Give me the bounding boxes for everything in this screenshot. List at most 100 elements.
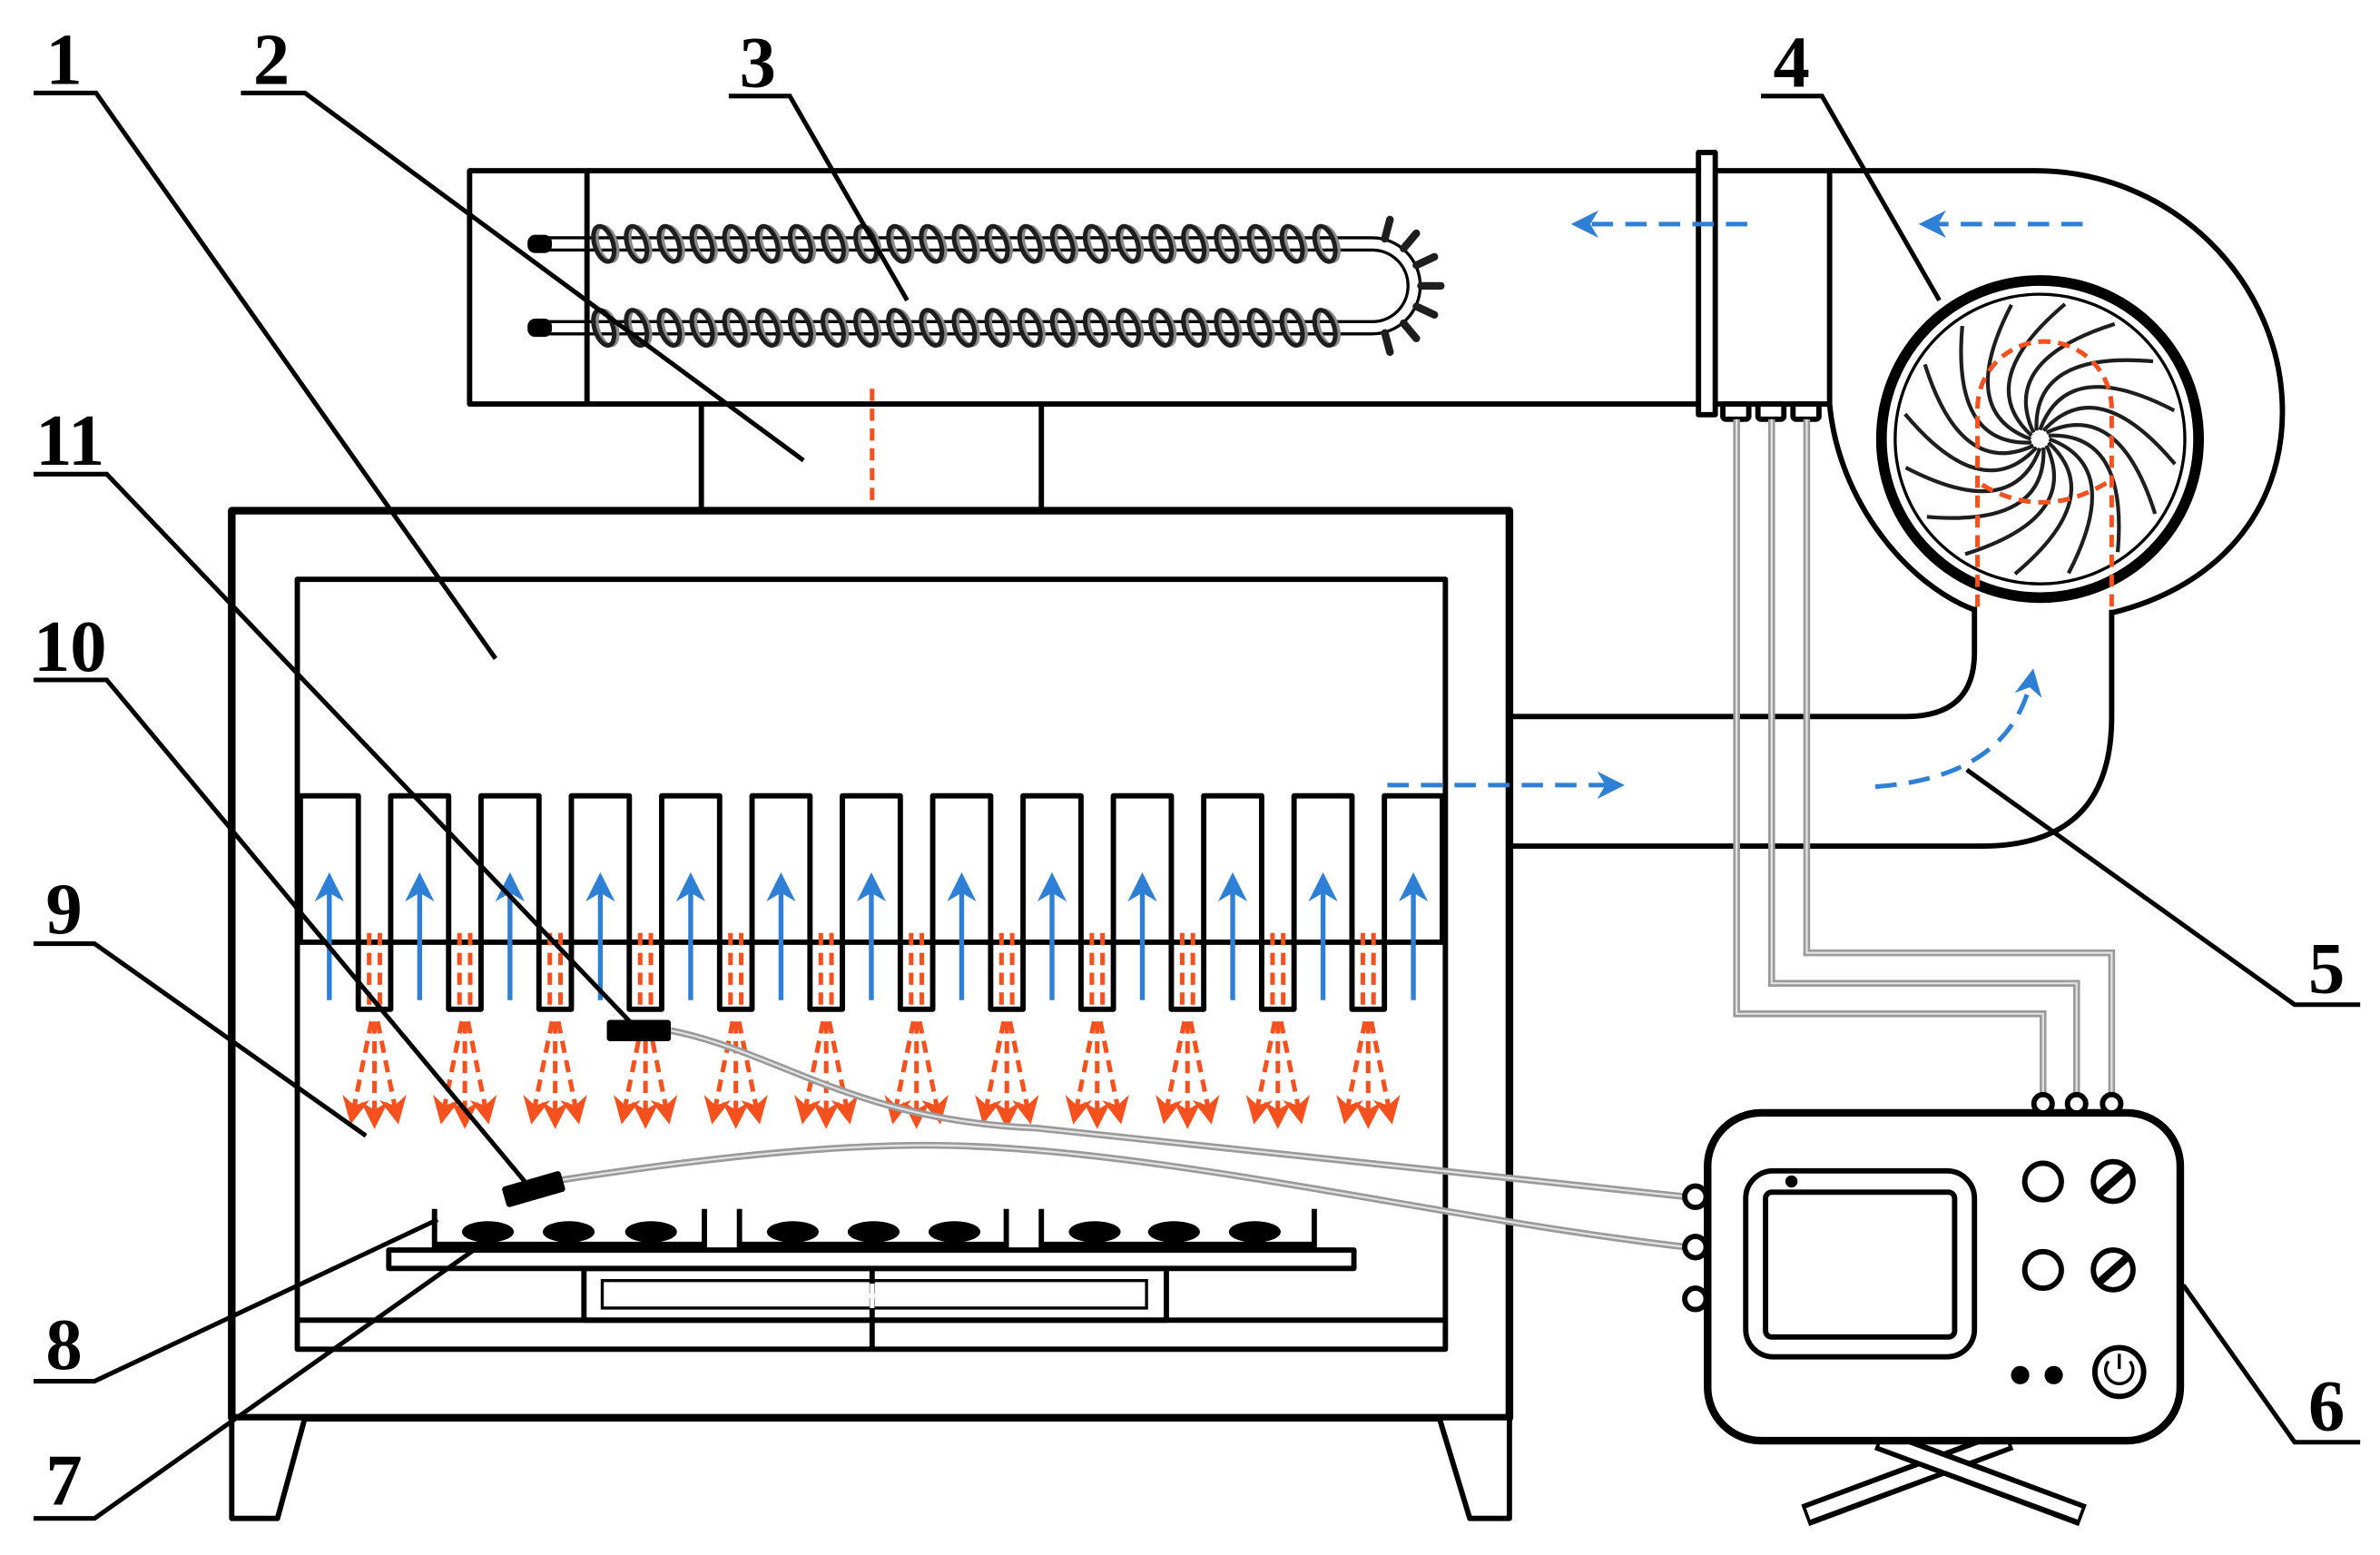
- fan-wire-1-core: [1736, 418, 2044, 1095]
- hot-air-jet-arrow: [1008, 1020, 1039, 1125]
- fan-volute-housing: [1826, 168, 2286, 615]
- coil-winding: [1082, 223, 1108, 264]
- coil-bend-fin: [1400, 319, 1421, 342]
- coil-winding: [1246, 223, 1273, 264]
- part-labels: 1 2 3 4 11 10 9 8 7 5 6: [34, 19, 2345, 1521]
- coil-bend-fin: [1381, 215, 1394, 243]
- leader-lines: [33, 90, 2361, 1521]
- coil-winding: [656, 223, 683, 264]
- sample: [766, 1221, 819, 1243]
- coil-winding: [1017, 223, 1043, 264]
- hot-air-jet-arrow: [556, 1020, 587, 1125]
- heating-coil: [591, 215, 1445, 357]
- hot-air-jet-arrow: [1278, 1020, 1310, 1125]
- coil-winding: [919, 223, 945, 264]
- coil-winding: [787, 223, 813, 264]
- sensor-lower: [502, 1171, 565, 1207]
- label-1: 1: [45, 19, 82, 100]
- coil-winding: [821, 308, 846, 349]
- controller-port-top-1: [2031, 1091, 2055, 1116]
- sample: [542, 1221, 595, 1243]
- sample: [1147, 1221, 1200, 1243]
- sample: [461, 1221, 515, 1243]
- heater-duct-assembly: [467, 168, 1707, 407]
- leader-line-9: [33, 941, 368, 1138]
- impeller-blade: [2013, 440, 2074, 576]
- hot-air-jet-arrow: [1097, 1020, 1129, 1125]
- impeller-blade: [2034, 358, 2154, 431]
- power-button-symbol: [2103, 1353, 2135, 1385]
- hot-air-jet-arrow: [1369, 1020, 1401, 1125]
- coil-winding: [722, 308, 748, 349]
- coil-winding: [919, 308, 945, 349]
- pipe-return-arrow: [1874, 668, 2042, 790]
- controller-knob-1: [2090, 1158, 2136, 1205]
- drying-chamber: [228, 507, 1514, 1521]
- controller-stand-leg-b-fill: [1879, 1434, 2082, 1520]
- impeller-blade: [2048, 437, 2094, 575]
- leader-line-4: [1761, 93, 1942, 302]
- hot-air-jet-arrow: [917, 1020, 949, 1125]
- fan-control-wires: [1733, 418, 2116, 1095]
- return-pipe-upper-wall: [1509, 606, 1978, 720]
- coil-winding: [1181, 308, 1207, 349]
- impeller-blade: [1964, 444, 2056, 556]
- nozzle-comb: [297, 792, 1445, 1012]
- hot-air-jet-arrow: [1156, 1020, 1187, 1125]
- label-3: 3: [740, 23, 776, 103]
- controller-led-1: [2011, 1365, 2030, 1384]
- tray-platform: [386, 1247, 1357, 1272]
- coil-bend-fin: [1412, 302, 1439, 320]
- hot-air-jet-arrow: [465, 1020, 497, 1125]
- return-air-arrows: [314, 871, 1429, 1000]
- coil-winding: [1148, 308, 1175, 349]
- sample: [1068, 1221, 1121, 1243]
- impeller-blade: [2038, 385, 2176, 431]
- coil-winding: [984, 308, 1010, 349]
- material-tray: [386, 1208, 1357, 1350]
- coil-winding: [1279, 223, 1305, 264]
- hot-air-jet-arrow: [1188, 1020, 1220, 1125]
- fan-wire-2-core: [1770, 418, 2078, 1095]
- controller-knob-1-slot: [2097, 1166, 2129, 1197]
- hot-air-jet-arrow: [884, 1020, 916, 1125]
- leader-line-7: [33, 1235, 493, 1521]
- label-7: 7: [45, 1441, 82, 1521]
- coil-winding: [821, 223, 846, 264]
- fan-terminal-3: [1790, 401, 1822, 422]
- fan-wire-3-core: [1805, 418, 2113, 1095]
- coil-winding: [984, 223, 1010, 264]
- airflow-arrows: [1387, 210, 2083, 800]
- label-6: 6: [2308, 1365, 2345, 1446]
- hot-air-jet-arrow: [1336, 1020, 1368, 1125]
- coil-winding: [656, 308, 683, 349]
- coil-winding: [1279, 308, 1305, 349]
- coil-bend-fin: [1381, 329, 1394, 357]
- hot-air-jet-arrow: [432, 1020, 465, 1125]
- coil-winding: [722, 223, 748, 264]
- label-9: 9: [45, 869, 82, 950]
- controller-stand-leg-a-fill: [1805, 1434, 2009, 1520]
- sample: [625, 1221, 677, 1243]
- leader-line-10: [33, 677, 528, 1185]
- coil-winding: [591, 223, 617, 264]
- coil-winding: [1181, 223, 1207, 264]
- coil-winding: [689, 308, 715, 349]
- heating-tube-end-cap-bottom: [527, 318, 553, 338]
- impeller-blade: [2006, 302, 2067, 438]
- coil-winding: [1312, 308, 1338, 349]
- coil-winding: [1049, 223, 1076, 264]
- hot-air-jet-arrow: [342, 1020, 374, 1125]
- coil-winding: [1246, 308, 1273, 349]
- leader-line-8: [33, 1217, 439, 1384]
- leader-line-5: [1965, 768, 2361, 1008]
- return-pipe-lower-wall: [1509, 609, 2115, 850]
- label-11: 11: [35, 400, 104, 481]
- leader-line-2: [241, 90, 805, 463]
- hot-air-jet-arrow: [793, 1020, 826, 1125]
- coil-winding: [754, 223, 781, 264]
- impeller-blade: [1923, 363, 2035, 456]
- fan-outlet-box: [1715, 168, 1833, 407]
- impeller-blade: [2023, 321, 2116, 434]
- hot-air-jet-arrow: [646, 1020, 678, 1125]
